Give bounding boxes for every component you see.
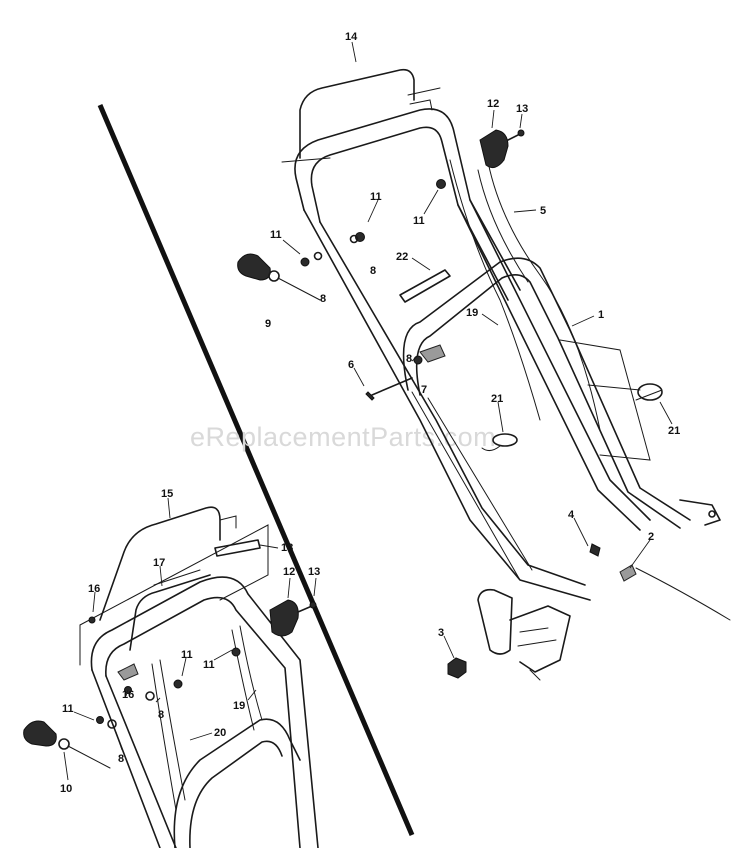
upper-handle [294,108,521,291]
inset-callout-16-mid: 16 [122,689,134,701]
mounting-bracket [477,588,513,655]
cable-tie-21-right [637,383,663,401]
inset-knob-10 [23,720,57,747]
callout-3: 3 [438,627,444,639]
inset-callout-12: 12 [283,566,295,578]
inset-cable-19 [239,625,263,721]
cable-clip-7 [419,344,446,363]
cable-19 [449,159,541,421]
nut-3 [447,657,467,679]
callout-4: 4 [568,509,575,521]
callout-2: 2 [648,531,654,543]
inset-assembly [23,497,319,848]
callout-8-left: 8 [320,293,326,305]
callout-1: 1 [598,309,604,321]
callout-14: 14 [345,31,358,43]
cable-end-4 [589,543,601,557]
inset-callout-10: 10 [60,783,72,795]
strip-22 [399,269,451,303]
handle-knob-9 [237,253,271,281]
callout-21-center: 21 [491,393,503,405]
callout-21-right: 21 [668,425,680,437]
inset-clip-16-mid [117,663,139,681]
callout-9: 9 [265,318,271,330]
callout-11-right: 11 [413,215,425,227]
inset-callout-11-left: 11 [62,703,74,715]
callout-6: 6 [348,359,354,371]
inset-callout-18: 18 [281,542,293,554]
inset-handle [90,576,319,848]
inset-nut-11-right [231,647,241,657]
main-assembly [237,41,731,681]
callout-13: 13 [516,103,528,115]
callout-8-clip: 8 [406,353,412,365]
separator-line [97,104,415,836]
handle-shield-panel [559,339,651,461]
inset-callout-8-mid: 8 [158,709,164,721]
inset-strip-18 [214,539,261,557]
cable-tie-21-center [492,433,518,447]
inset-callout-16-top: 16 [88,583,100,595]
inset-callout-11-right: 11 [203,659,215,671]
nut-11-left [300,257,310,267]
inset-cable-20 [159,659,186,801]
inset-callout-20: 20 [214,727,226,739]
callout-11-mid: 11 [370,191,382,203]
callout-7: 7 [421,384,427,396]
callout-11-left: 11 [270,229,282,241]
nut-11-right [436,179,446,189]
inset-callout-19: 19 [233,700,245,712]
inset-nut-11-mid [173,679,183,689]
callout-19: 19 [466,307,478,319]
control-lever-12 [479,129,509,169]
bail-rod [299,68,415,159]
screw-13 [507,133,521,141]
bolt-6 [371,377,413,396]
inset-bail-rod [99,506,221,621]
inset-washer-8 [107,719,117,729]
callout-labels: 14 12 13 5 11 11 11 8 8 9 22 19 1 8 7 6 … [60,31,680,795]
inset-callout-11-mid: 11 [181,649,193,661]
inset-nut-11-left [96,716,104,724]
callout-8-mid: 8 [370,265,376,277]
cable-adjuster-2 [619,564,637,582]
lower-handle [402,257,691,521]
inset-callout-13: 13 [308,566,320,578]
cable-5 [487,161,601,431]
callout-22: 22 [396,251,408,263]
washer-8 [313,251,323,261]
inset-callout-15: 15 [161,488,173,500]
inset-rod-17 [129,574,211,651]
callout-12: 12 [487,98,499,110]
inset-clip-16-top [88,616,96,624]
inset-callout-8-left: 8 [118,753,124,765]
inset-callout-17: 17 [153,557,165,569]
callout-5: 5 [540,205,546,217]
inset-lever-12 [269,599,299,637]
